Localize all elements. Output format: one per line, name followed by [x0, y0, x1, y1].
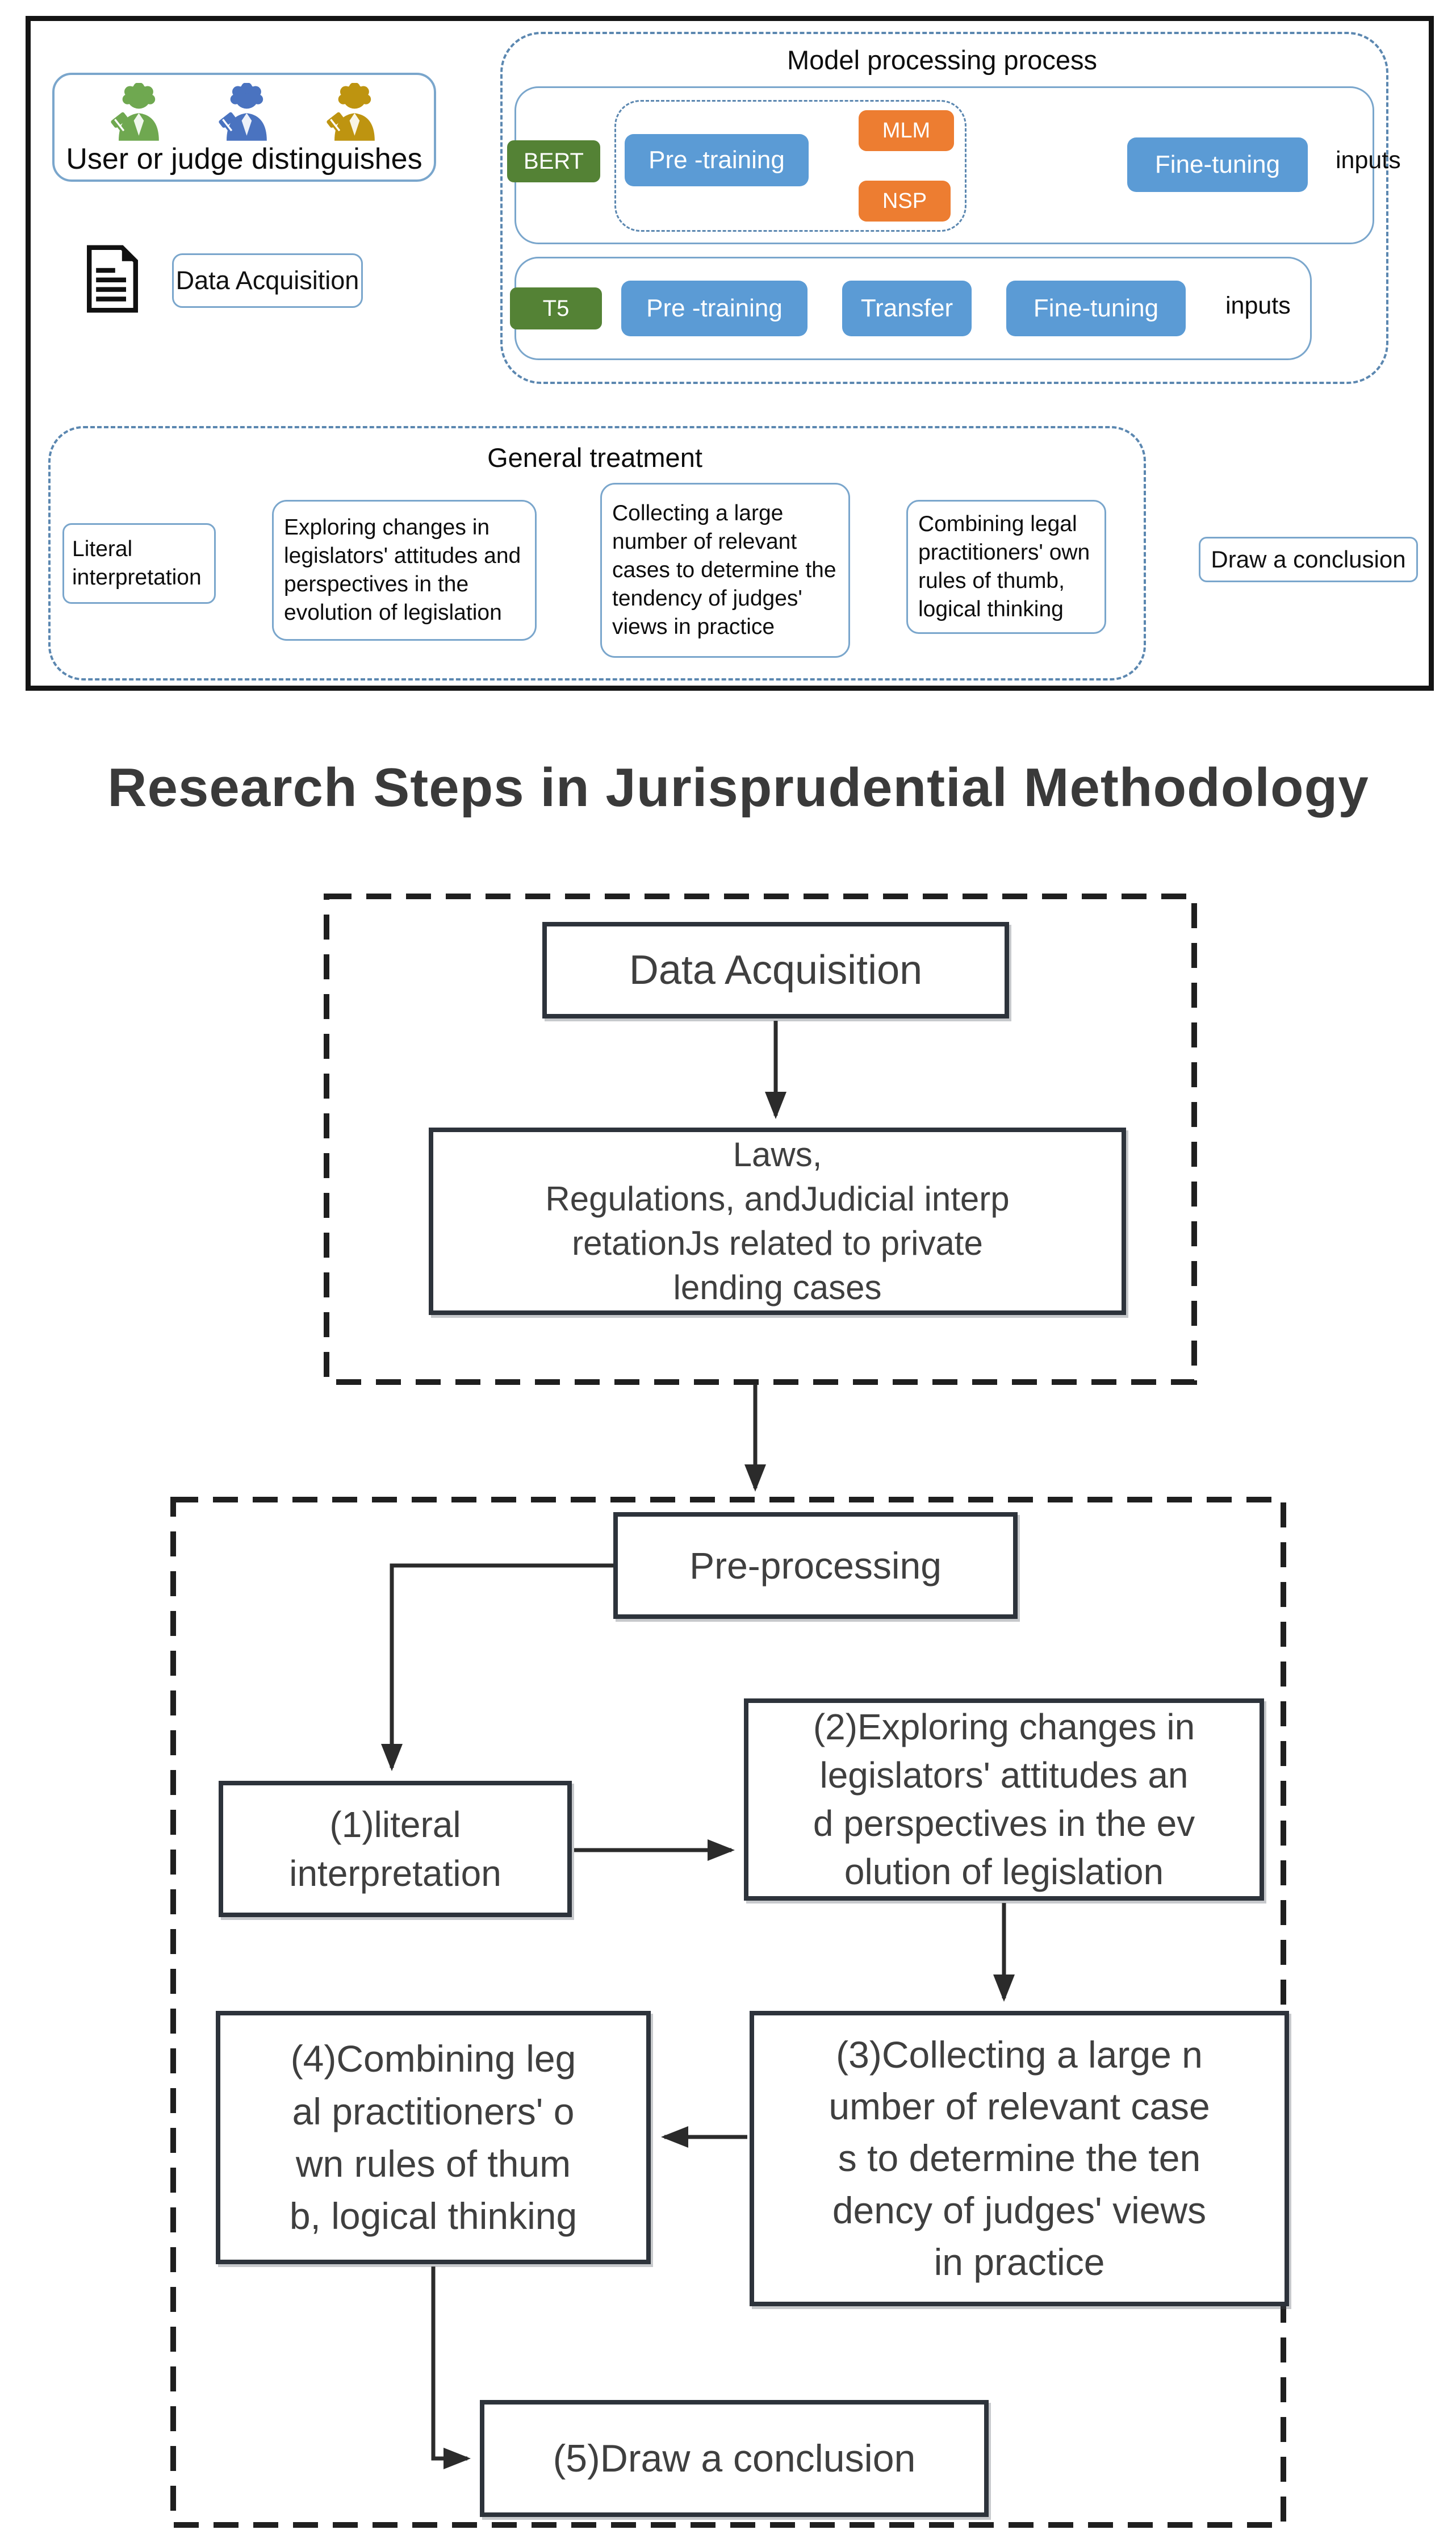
person-gavel-icon-blue	[219, 83, 267, 141]
t5-inputs-label: inputs	[1225, 292, 1291, 319]
user-judge-box: User or judge distinguishes	[52, 73, 436, 182]
person-gavel-icon-gold	[327, 83, 375, 141]
flow-data-acquisition-box: Data Acquisition	[542, 922, 1009, 1018]
flow-step1-box: (1)literal interpretation	[219, 1781, 572, 1917]
flow-step3-box: (3)Collecting a large n umber of relevan…	[750, 2011, 1289, 2306]
model-processing-title: Model processing process	[787, 45, 1097, 75]
person-gavel-icon-green	[111, 83, 159, 141]
t5-finetuning-box: Fine-tuning	[1006, 281, 1186, 336]
user-judge-label: User or judge distinguishes	[66, 143, 422, 176]
general-step-exploring: Exploring changes in legislators' attitu…	[272, 500, 537, 641]
flow-preprocessing-box: Pre-processing	[613, 1512, 1018, 1619]
general-step-combining: Combining legal practitioners' own rules…	[906, 500, 1106, 634]
flow-step4-box: (4)Combining leg al practitioners' o wn …	[216, 2011, 651, 2264]
general-treatment-container	[48, 426, 1146, 681]
user-icons-row	[104, 83, 384, 142]
mlm-box: MLM	[859, 110, 954, 151]
data-acquisition-box-top: Data Acquisition	[172, 253, 363, 308]
nsp-box: NSP	[859, 181, 951, 222]
flow-step5-box: (5)Draw a conclusion	[480, 2400, 989, 2517]
bert-finetuning-box: Fine-tuning	[1127, 137, 1308, 192]
general-step-collecting: Collecting a large number of relevant ca…	[600, 483, 850, 658]
t5-tag: T5	[510, 287, 602, 329]
general-step-literal: Literal interpretation	[62, 523, 216, 604]
model-processing-container	[500, 32, 1388, 384]
bert-pretrain-dashed-box	[614, 100, 967, 232]
flow-step2-box: (2)Exploring changes in legislators' att…	[744, 1698, 1264, 1901]
general-treatment-title: General treatment	[487, 443, 702, 473]
flow-laws-box: Laws, Regulations, andJudicial interp re…	[429, 1128, 1126, 1315]
general-conclusion-box: Draw a conclusion	[1199, 537, 1418, 582]
t5-transfer-box: Transfer	[842, 281, 972, 336]
bert-tag: BERT	[507, 140, 600, 182]
bert-pretraining-box: Pre -training	[625, 134, 809, 186]
t5-pretraining-box: Pre -training	[621, 281, 808, 336]
bert-inputs-label: inputs	[1336, 147, 1401, 174]
page-title: Research Steps in Jurisprudential Method…	[107, 757, 1369, 818]
document-icon	[87, 245, 138, 313]
